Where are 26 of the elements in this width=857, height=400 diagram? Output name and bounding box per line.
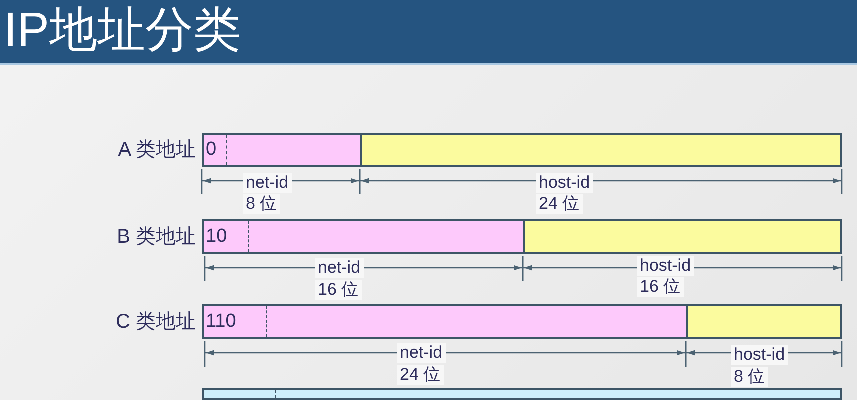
dimension-label: 24 位	[536, 194, 583, 214]
dimension-label: host-id	[731, 345, 788, 365]
dimension-label: 8 位	[731, 367, 768, 387]
dimension-label: 16 位	[315, 280, 362, 300]
net-id-segment	[202, 219, 525, 254]
row-label: B 类地址	[117, 224, 196, 248]
bit-prefix: 110	[206, 310, 236, 332]
dimension-label: net-id	[315, 258, 364, 278]
dimension-label: 8 位	[243, 194, 280, 214]
slide-title: IP地址分类	[4, 4, 242, 58]
row-label: C 类地址	[116, 310, 196, 334]
dimension-label: host-id	[637, 256, 694, 276]
row-label: A 类地址	[118, 138, 196, 162]
net-id-segment	[202, 133, 362, 167]
bit-prefix: 10	[206, 226, 228, 248]
host-id-segment	[686, 304, 842, 339]
dimension-label: 24 位	[397, 365, 444, 385]
host-id-segment	[523, 219, 842, 254]
dimension-label: net-id	[243, 173, 292, 193]
dimension-label: net-id	[397, 343, 446, 363]
address-bar	[202, 388, 842, 400]
bit-prefix: 0	[206, 139, 217, 161]
dimension-label: 16 位	[637, 277, 684, 297]
dimension-label: host-id	[536, 173, 594, 193]
net-id-segment	[202, 304, 688, 339]
host-id-segment	[360, 133, 842, 167]
